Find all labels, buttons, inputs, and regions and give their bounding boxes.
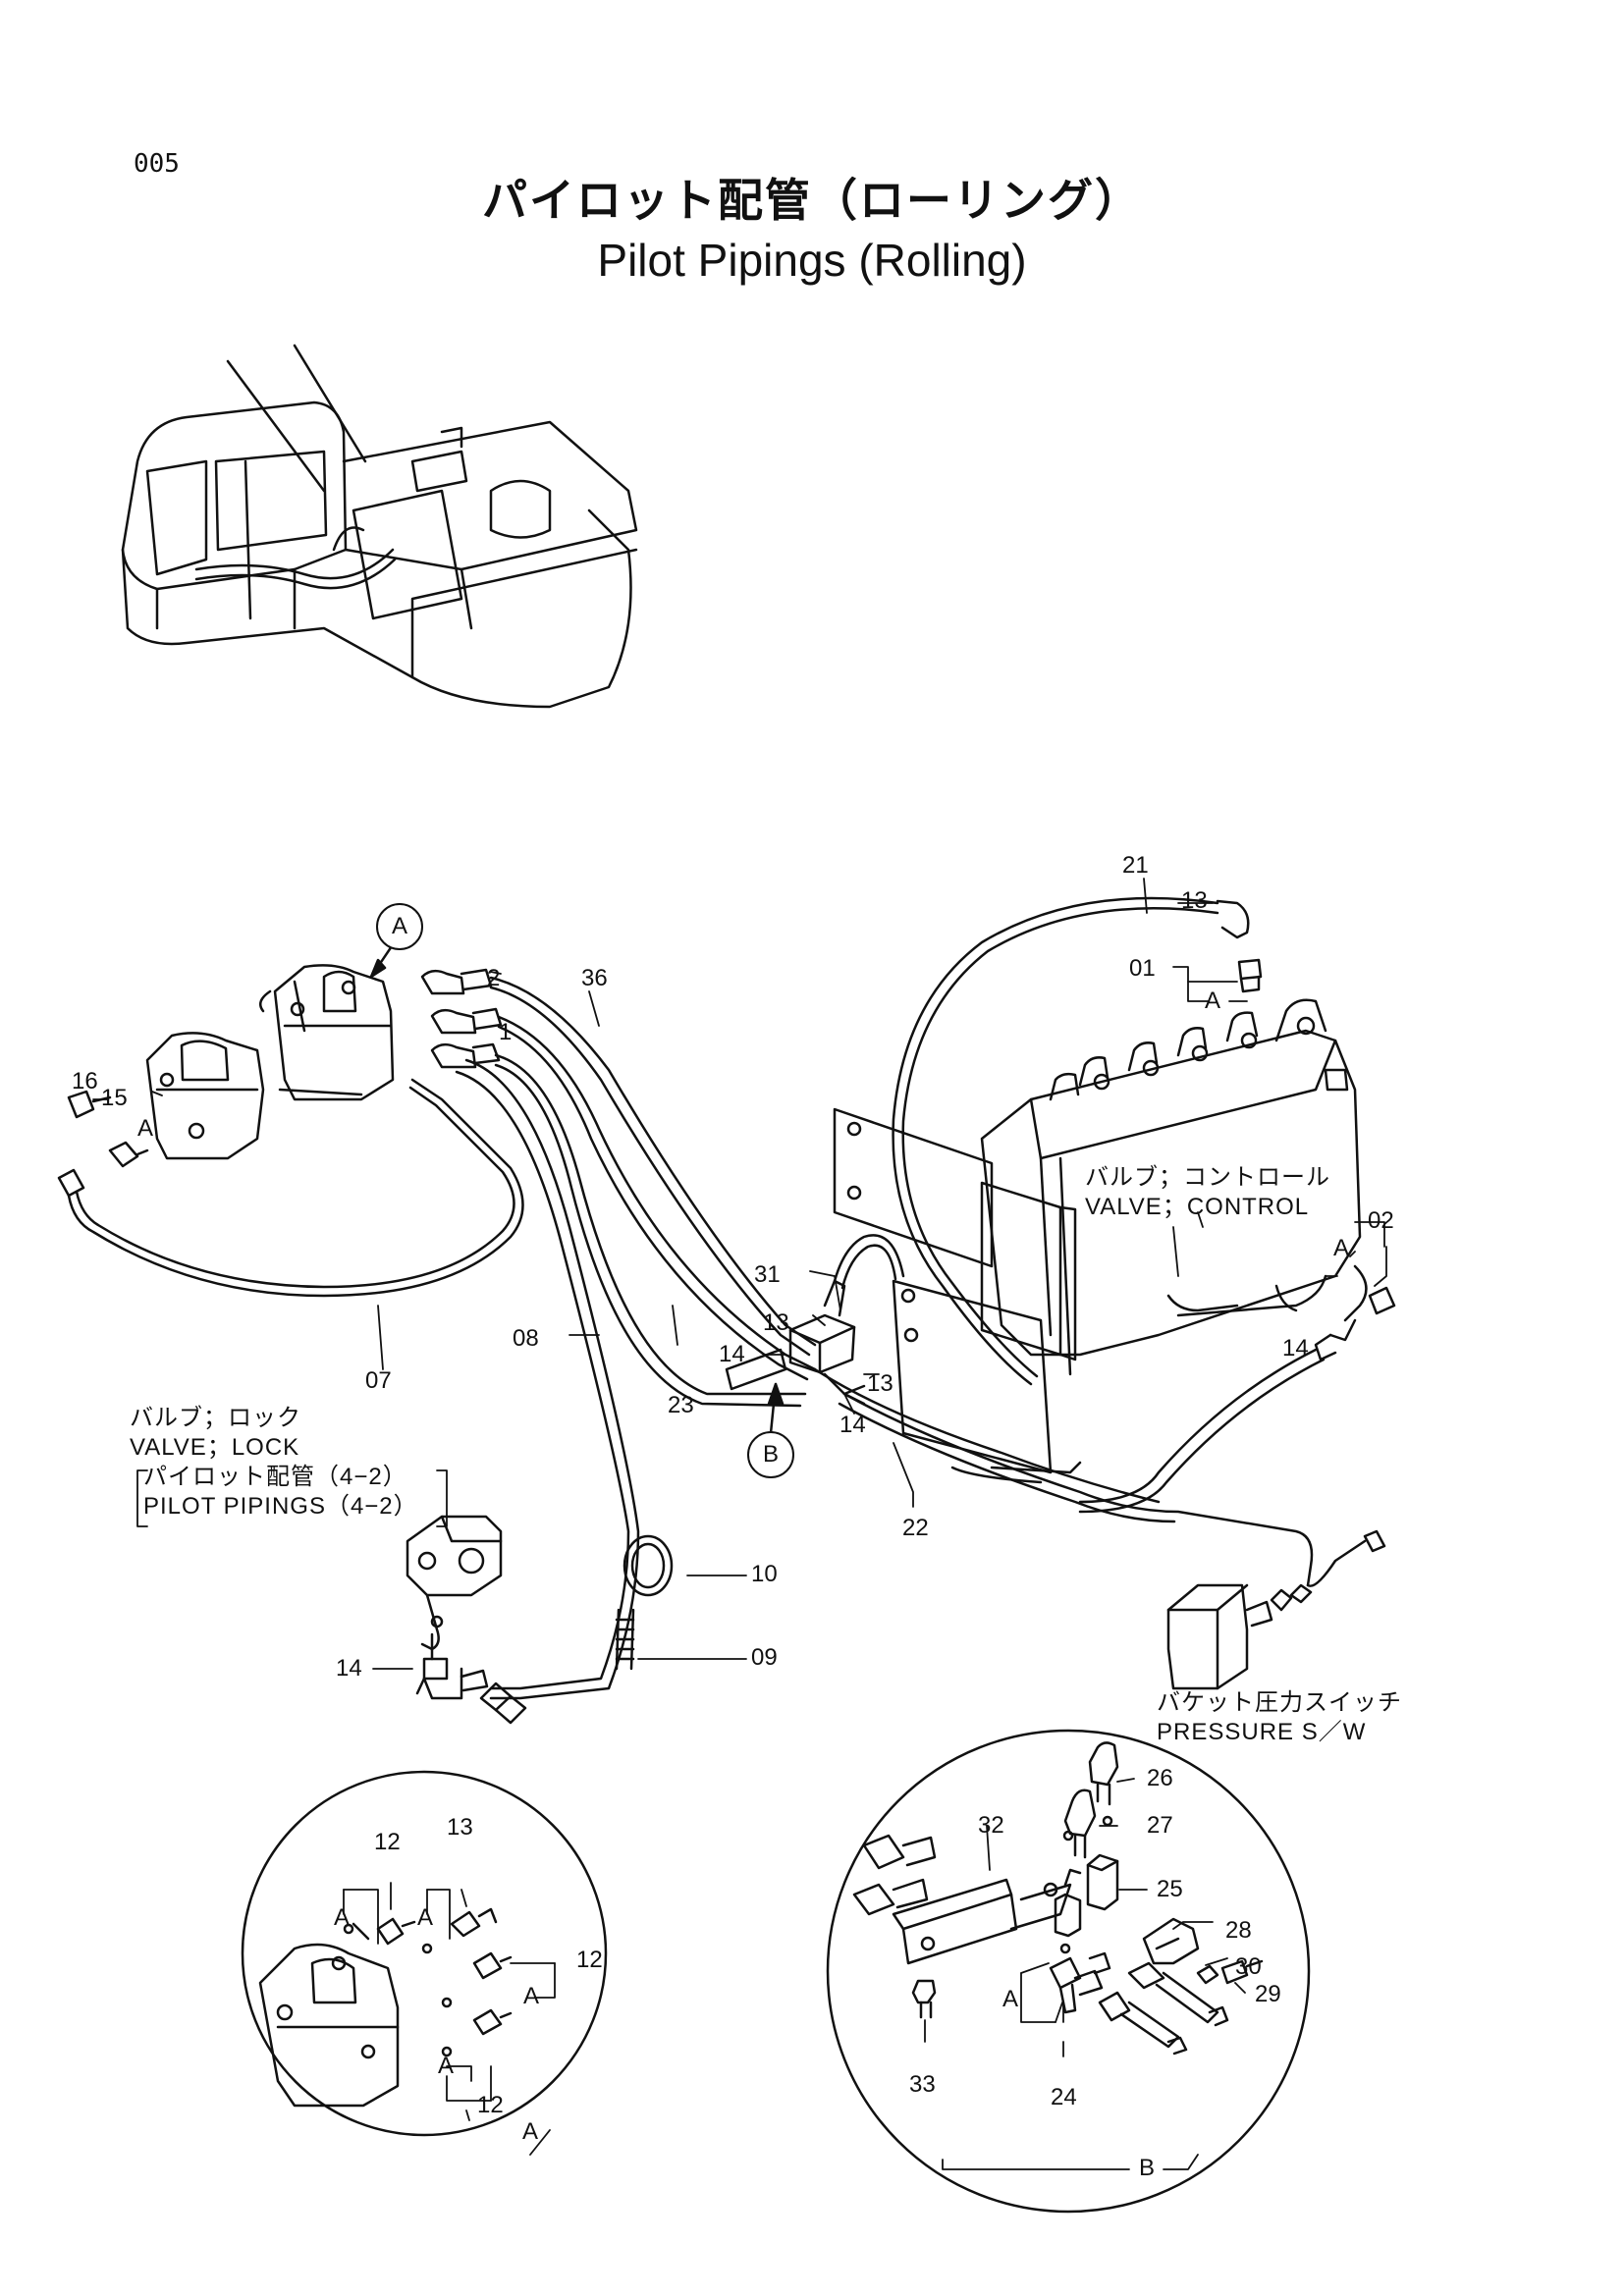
detail-b-label-26: 26 [1147,1765,1173,1791]
part-label-14-tee: 14 [719,1341,745,1367]
part-label-09: 09 [751,1644,778,1671]
detail-a-label-13: 13 [447,1814,473,1841]
part-label-a-lock: A [137,1115,154,1142]
hose-02 [1078,1264,1396,1514]
detail-a-leaders [343,1882,556,2156]
pilot-tank [258,964,395,1101]
detail-b-label-24: 24 [1051,2084,1077,2110]
detail-a-label-12-top: 12 [374,1829,401,1855]
detail-b-leaders [924,1778,1246,2170]
part-label-02: 02 [1368,1207,1394,1234]
part-label-15: 15 [101,1085,128,1111]
note-pressure-switch: バケット圧力スイッチ PRESSURE S／W [1157,1688,1402,1747]
hose-clamp [615,1534,674,1671]
part-label-36: 36 [581,965,608,991]
detail-b-label-33: 33 [909,2071,936,2098]
lock-valve [406,1515,503,1700]
part-label-a-control: A [1333,1235,1350,1261]
control-valve [980,998,1362,1376]
note-control-valve-en: VALVE；CONTROL [1085,1194,1310,1220]
detail-b-label-29: 29 [1255,1981,1281,2007]
part-label-13: 13 [1181,887,1208,914]
part-label-01: 01 [1129,955,1156,982]
detail-b-label-25: 25 [1157,1876,1183,1902]
part-label-07: 07 [365,1367,392,1394]
note-lock-valve-en: VALVE；LOCK [130,1434,300,1461]
hose-21 [892,896,1263,1386]
detail-b-label-b-tag: B [1139,2155,1156,2181]
reference-brackets [136,1469,448,1527]
leader-lines [92,878,1387,1670]
note-control-valve: バルブ；コントロール VALVE；CONTROL [1085,1163,1330,1222]
detail-a-label-a-left: A [334,1904,351,1931]
note-lock-valve: バルブ；ロック VALVE；LOCK パイロット配管（4−2） PILOT PI… [130,1404,418,1522]
detail-b-label-27: 27 [1147,1812,1173,1839]
callout-b-leader [767,1382,785,1435]
note-pressure-switch-jp: バケット圧力スイッチ [1157,1689,1402,1716]
callout-circle-a: A [376,903,423,950]
detail-a-label-a-tag: A [522,2118,539,2145]
detail-b-label-28: 28 [1225,1917,1252,1944]
pilot-hoses [455,976,817,1700]
part-label-22: 22 [902,1515,929,1541]
part-label-14-right: 14 [1282,1335,1309,1362]
note-pressure-switch-en: PRESSURE S／W [1157,1719,1367,1745]
lock-tank-small [145,1032,265,1160]
detail-a-label-a-bottom: A [438,2053,455,2079]
fittings-16-15 [57,1078,524,1298]
pressure-switch [1166,1583,1313,1690]
part-label-1: 1 [499,1019,513,1045]
title-english: Pilot Pipings (Rolling) [597,235,1027,286]
part-label-13-right: 13 [867,1370,893,1397]
part-label-08: 08 [513,1325,539,1352]
part-label-13-tee: 13 [763,1309,789,1336]
part-label-10: 10 [751,1561,778,1587]
part-label-14-lower: 14 [839,1412,866,1438]
hose-to-lock-valve [479,1682,527,1725]
detail-a-label-12-bottom: 12 [477,2092,504,2118]
detail-b-label-30: 30 [1235,1953,1262,1980]
part-label-2: 2 [487,965,501,991]
callout-circle-b: B [747,1431,794,1478]
note-lock-valve-jp: バルブ；ロック [130,1405,301,1431]
part-label-a: A [1205,988,1221,1014]
part-label-14-lock: 14 [336,1655,362,1682]
detail-a-label-a-right: A [523,1983,540,2009]
detail-a [241,1770,608,2137]
hose-22 [813,1367,1386,1587]
detail-a-label-12-right: 12 [576,1947,603,1973]
detail-b-label-32: 32 [978,1812,1004,1839]
part-label-21: 21 [1122,852,1149,879]
detail-b-label-a: A [1002,1986,1019,2012]
excavator-overview [121,344,638,709]
detail-b [826,1729,1311,2214]
note-pilot-ref-jp: パイロット配管（4−2） [143,1464,407,1490]
part-label-23: 23 [668,1392,694,1418]
part-label-31: 31 [754,1261,781,1288]
part-label-16: 16 [72,1068,98,1095]
tag-b-plate [725,1348,787,1391]
title-japanese: パイロット配管（ローリング） [482,174,1142,227]
mounting-bracket [833,1107,1082,1484]
note-pilot-ref-en: PILOT PIPINGS（4−2） [143,1493,418,1520]
note-control-valve-jp: バルブ；コントロール [1085,1164,1330,1191]
detail-a-label-a-mid: A [417,1904,434,1931]
page-number: 005 [134,149,180,179]
